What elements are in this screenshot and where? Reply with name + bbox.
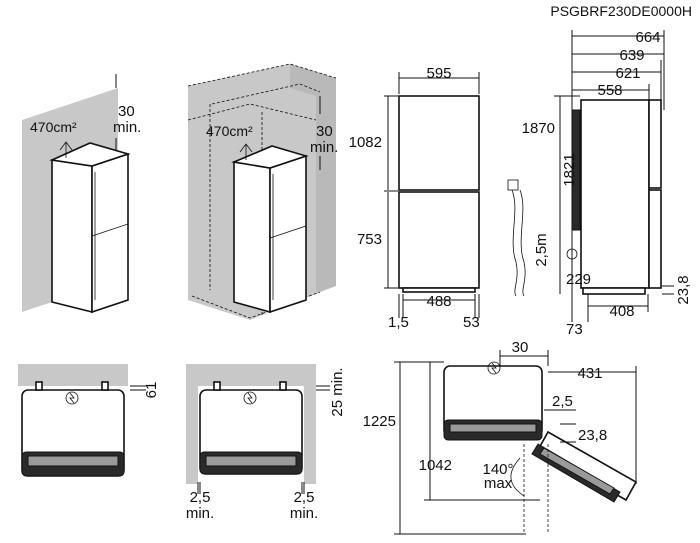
top1-clearance: 61 — [143, 382, 160, 399]
view-door-opening: 30 431 2,5 23,8 1225 1042 140° max — [363, 339, 638, 535]
side-height-total: 1870 — [522, 120, 555, 137]
front-upper-height: 1082 — [349, 134, 382, 151]
gap-unit-2: min. — [310, 139, 338, 156]
door-angle-unit: max — [484, 475, 513, 492]
view-top-niche: 25 min. 2,5 min. 2,5 min. — [186, 364, 346, 522]
door-total-width: 1225 — [363, 413, 396, 430]
side-depth-total: 664 — [635, 29, 660, 46]
side-rear-offset: 73 — [566, 321, 583, 338]
gap-value-2: 30 — [316, 123, 333, 140]
model-code: PSGBRF230DE0000H — [550, 3, 692, 19]
view-freestanding: 470cm² 30 min. — [22, 74, 141, 314]
side-depth-b: 639 — [619, 47, 644, 64]
front-left-offset: 1,5 — [388, 314, 409, 331]
door-depth-open: 1042 — [419, 457, 452, 474]
gap-unit-1: min. — [113, 119, 141, 136]
door-hinge-gap: 2,5 — [552, 393, 573, 410]
view-niche: 470cm² 30 min. — [187, 63, 338, 320]
top2-right-unit: min. — [290, 505, 318, 522]
door-width-open: 431 — [577, 365, 602, 382]
door-angle: 140° — [482, 461, 513, 478]
front-foot-span: 488 — [426, 293, 451, 310]
side-height-b: 1821 — [561, 153, 578, 186]
side-depth-c: 621 — [615, 65, 640, 82]
gap-value-1: 30 — [118, 103, 135, 120]
side-depth-d: 558 — [597, 82, 622, 99]
door-hinge-depth: 23,8 — [578, 427, 607, 444]
view-top-wall: 61 — [18, 364, 160, 477]
top2-left-gap: 2,5 — [190, 489, 211, 506]
front-right-offset: 53 — [463, 314, 480, 331]
side-foot-depth: 408 — [609, 303, 634, 320]
top2-right-gap: 2,5 — [294, 489, 315, 506]
front-width: 595 — [426, 65, 451, 82]
side-foot-height: 23,8 — [675, 275, 692, 304]
view-side: 664 639 621 558 1870 1821 229 408 73 23,… — [522, 29, 692, 338]
front-lower-height: 753 — [357, 231, 382, 248]
view-front: 595 1082 753 488 1,5 53 2,5m — [349, 65, 550, 331]
area-label-1: 470cm² — [30, 119, 77, 135]
top2-left-unit: min. — [186, 505, 214, 522]
top2-clearance: 25 min. — [329, 367, 346, 416]
cable-length: 2,5m — [533, 233, 550, 266]
door-offset-top: 30 — [512, 339, 529, 356]
side-plug-height: 229 — [566, 271, 591, 288]
area-label-2: 470cm² — [206, 123, 253, 139]
